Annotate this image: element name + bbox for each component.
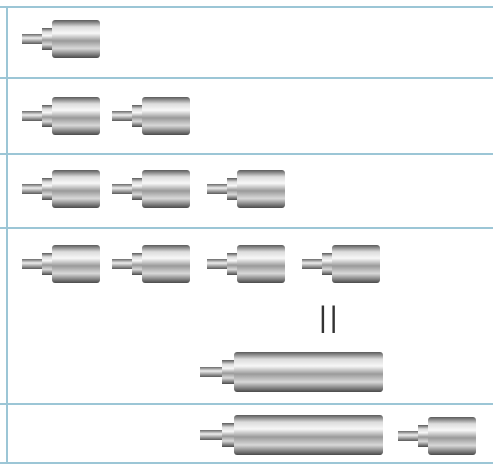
short-screw-icon	[22, 168, 102, 210]
short-screw-icon	[22, 18, 102, 60]
short-screw-icon	[207, 168, 287, 210]
long-screw-icon	[200, 413, 385, 457]
short-screw-icon	[112, 168, 192, 210]
short-screw-icon	[112, 243, 192, 285]
divider-bottom	[0, 462, 493, 464]
divider-2	[0, 153, 493, 155]
short-screw-icon	[398, 415, 478, 457]
short-screw-icon	[22, 243, 102, 285]
divider-top	[0, 6, 493, 8]
short-screw-icon	[22, 95, 102, 137]
left-border	[6, 6, 8, 462]
short-screw-icon	[302, 243, 382, 285]
divider-1	[0, 77, 493, 79]
equals-sign: ||	[319, 303, 341, 333]
divider-4	[0, 403, 493, 405]
short-screw-icon	[207, 243, 287, 285]
long-screw-icon	[200, 350, 385, 394]
divider-3	[0, 227, 493, 229]
short-screw-icon	[112, 95, 192, 137]
